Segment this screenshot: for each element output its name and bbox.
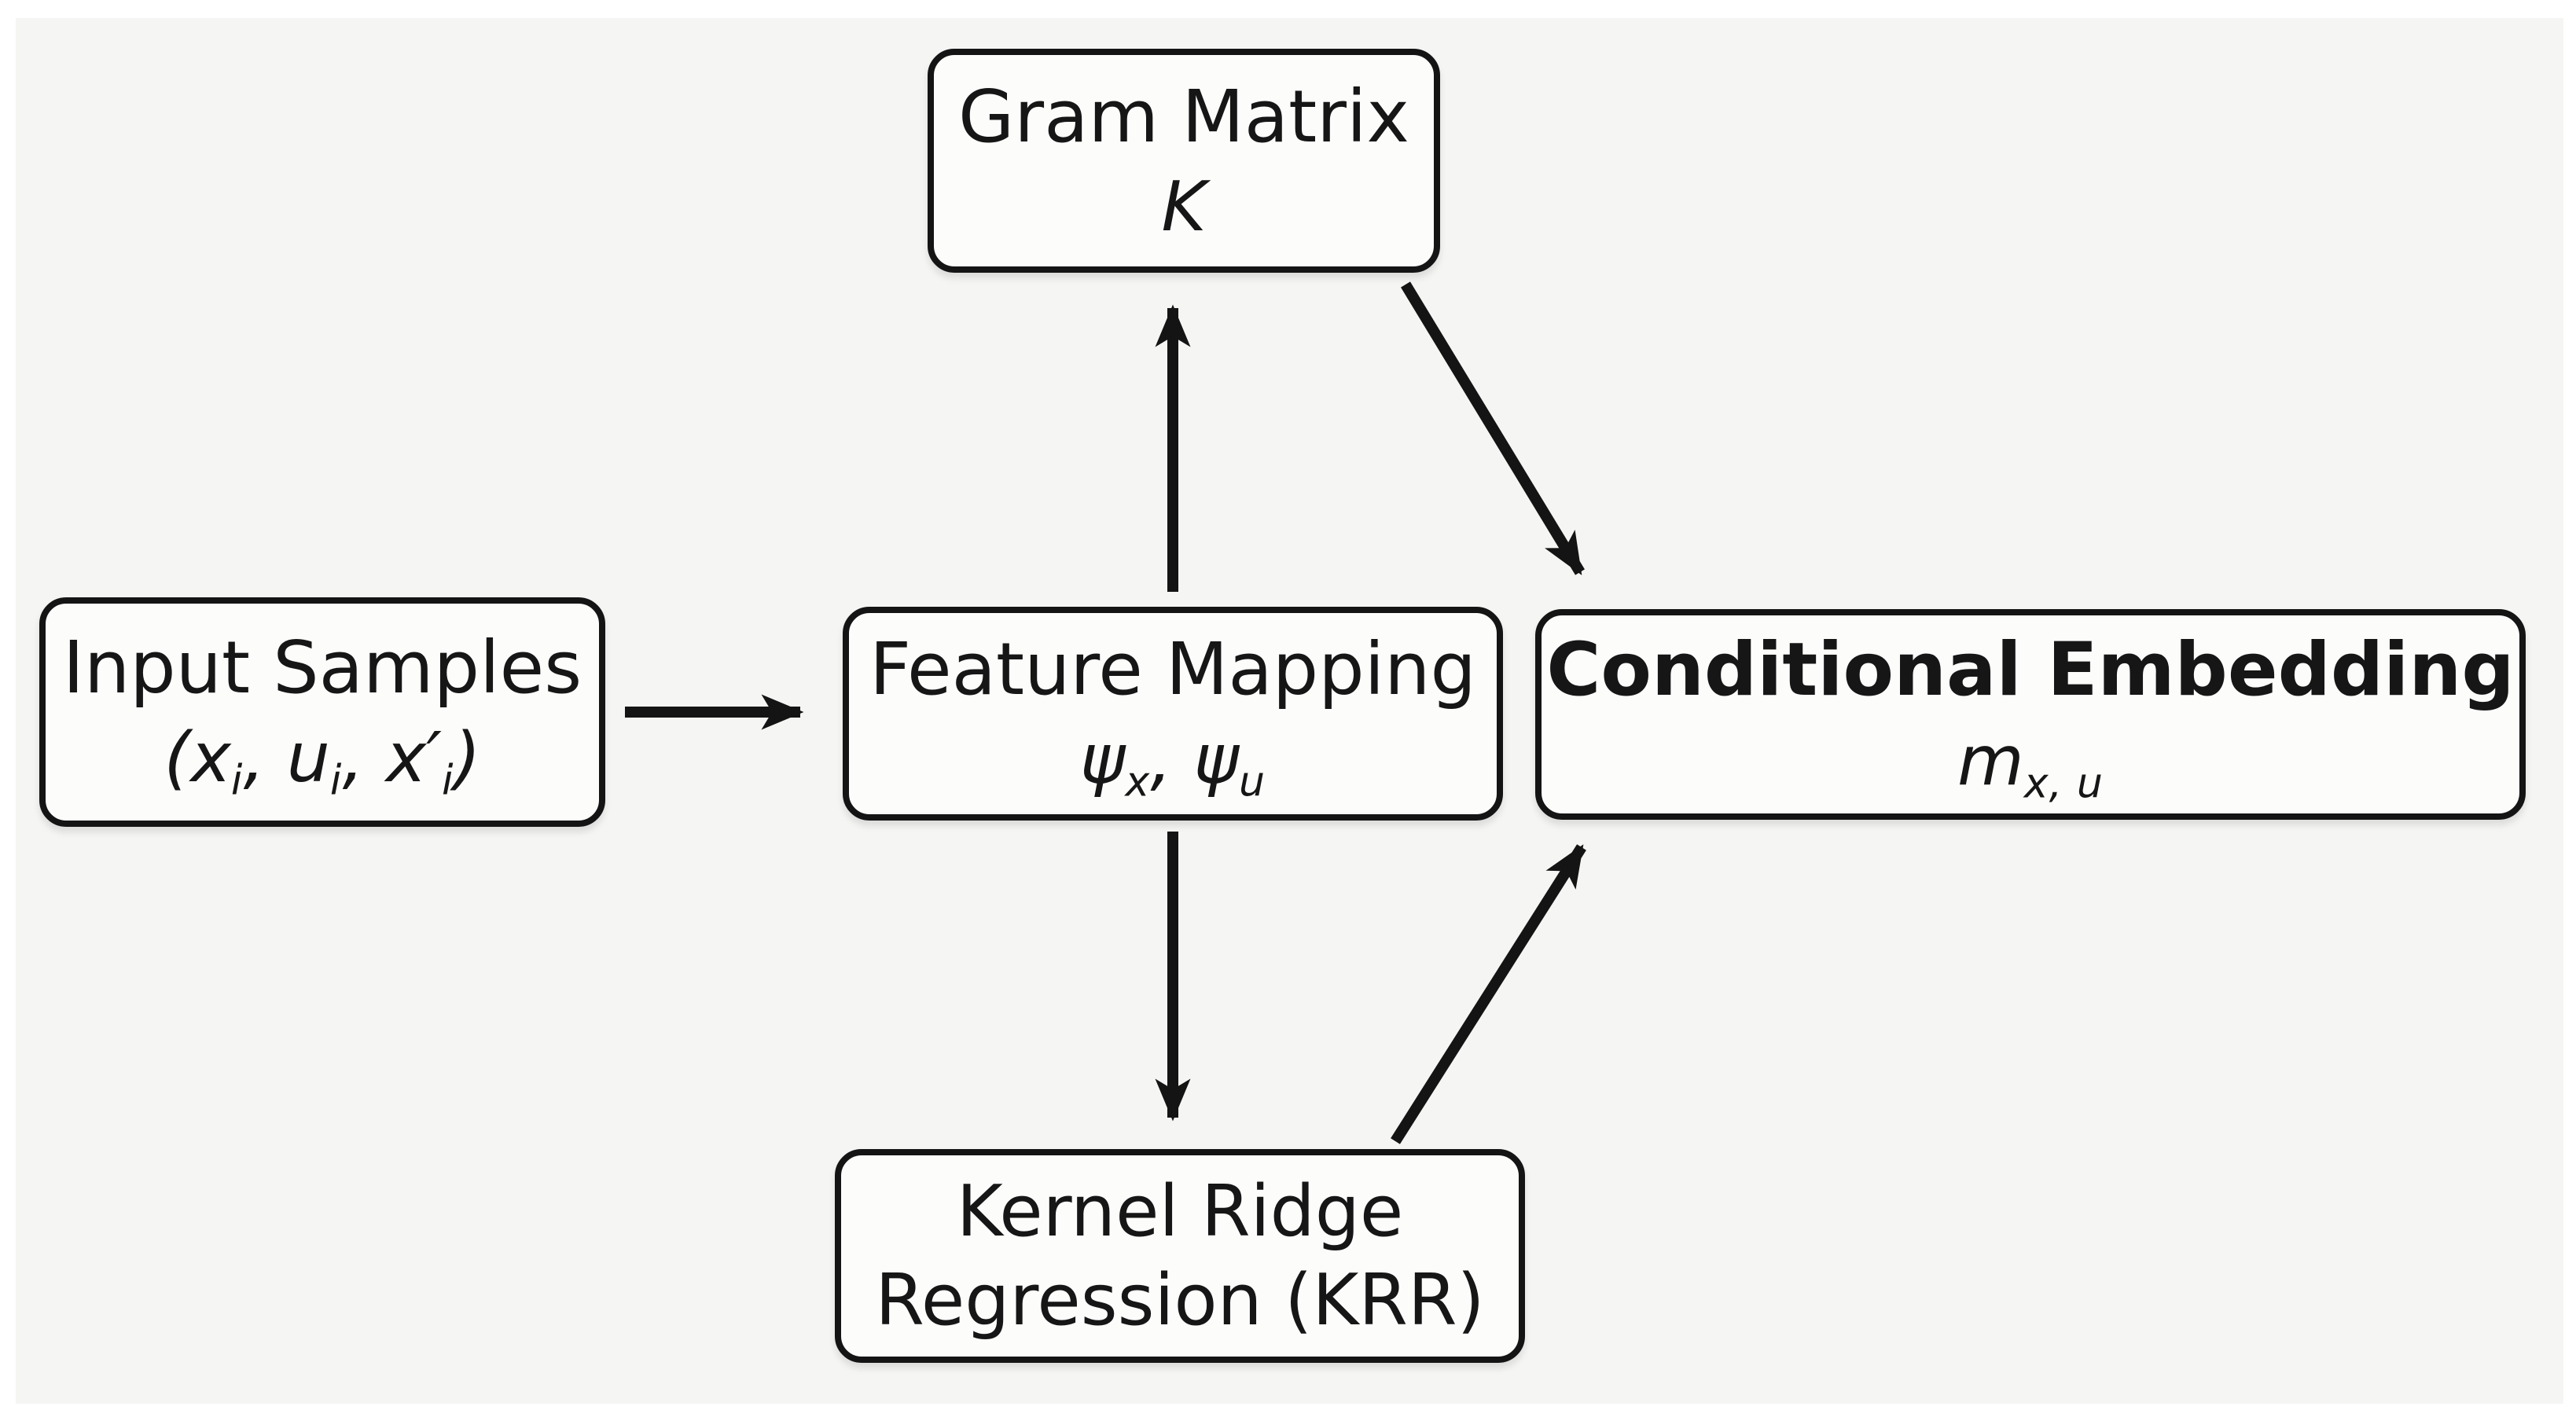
- feature-mapping-math: ψx, ψu: [1079, 719, 1266, 806]
- node-feature-mapping: Feature Mapping ψx, ψu: [843, 607, 1503, 821]
- conditional-embedding-title: Conditional Embedding: [1546, 626, 2515, 713]
- krr-title: Kernel Ridge Regression (KRR): [875, 1169, 1485, 1342]
- conditional-embedding-math: mx, u: [1957, 721, 2104, 809]
- node-gram-matrix: Gram Matrix K: [928, 49, 1440, 273]
- node-conditional-embedding: Conditional Embedding mx, u: [1535, 609, 2526, 820]
- feature-mapping-title: Feature Mapping: [869, 627, 1476, 712]
- node-kernel-ridge-regression: Kernel Ridge Regression (KRR): [835, 1149, 1525, 1363]
- input-samples-title: Input Samples: [62, 626, 582, 710]
- gram-matrix-math: K: [1161, 166, 1207, 247]
- gram-matrix-title: Gram Matrix: [957, 74, 1409, 159]
- input-samples-math: (xi, ui, x′i): [164, 718, 481, 805]
- node-input-samples: Input Samples (xi, ui, x′i): [39, 597, 605, 827]
